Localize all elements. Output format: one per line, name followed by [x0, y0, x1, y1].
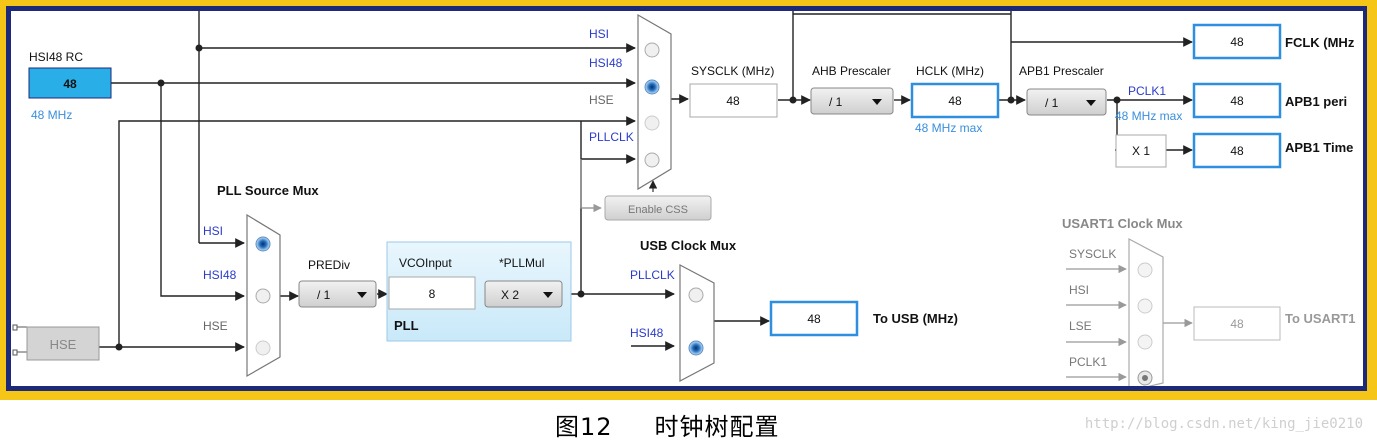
chevron-down-icon	[872, 99, 882, 105]
vco-input-box[interactable]	[388, 276, 476, 310]
usb-in-pllclk: PLLCLK	[630, 268, 675, 282]
usart1-value-box[interactable]	[1193, 306, 1281, 341]
hsi48-rc-freq: 48 MHz	[31, 108, 72, 122]
usart1-in-lse: LSE	[1069, 319, 1092, 333]
vco-input-value: 8	[429, 287, 436, 301]
usb-output-label: To USB (MHz)	[873, 311, 958, 326]
apb1-prescaler-select[interactable]: / 1	[1026, 88, 1107, 116]
usart1-value: 48	[1230, 317, 1244, 331]
usart1-output-label: To USART1	[1285, 311, 1356, 326]
pll-title: PLL	[394, 318, 419, 333]
sysclk-label: SYSCLK (MHz)	[691, 64, 774, 78]
apb1-timer-multiplier-box	[1115, 134, 1167, 168]
chevron-down-icon	[357, 292, 367, 298]
pll-source-in-hsi48: HSI48	[203, 268, 237, 282]
apb1-prescaler-value: / 1	[1045, 96, 1059, 110]
sysclk-value-box[interactable]	[689, 83, 778, 118]
hclk-value-box[interactable]	[910, 82, 1000, 119]
pll-mul-value: X 2	[501, 288, 519, 302]
usart1-mux-title: USART1 Clock Mux	[1062, 216, 1183, 231]
apb1-prescaler-label: APB1 Prescaler	[1019, 64, 1104, 78]
apb1-timer-multiplier: X 1	[1132, 144, 1150, 158]
usart1-in-pclk1: PCLK1	[1069, 355, 1107, 369]
hse-box[interactable]	[26, 326, 100, 361]
hsi48-rc-title: HSI48 RC	[29, 50, 83, 64]
apb1-peripheral-label: APB1 peri	[1285, 94, 1347, 109]
enable-css-button[interactable]	[604, 195, 712, 221]
usart1-radio-hsi[interactable]	[1137, 298, 1153, 314]
usart1-radio-sysclk[interactable]	[1137, 262, 1153, 278]
fclk-label: FCLK (MHz	[1285, 35, 1355, 50]
hclk-max-note: 48 MHz max	[915, 121, 982, 135]
watermark: http://blog.csdn.net/king_jie0210	[1084, 416, 1363, 432]
sysclk-mux-radio-pllclk[interactable]	[644, 152, 660, 168]
usart1-wires	[1066, 264, 1193, 382]
junction-dots	[115, 44, 1121, 351]
hsi48-rc-box[interactable]	[28, 67, 112, 99]
apb1-timer-label: APB1 Time	[1285, 140, 1353, 155]
ahb-prescaler-label: AHB Prescaler	[812, 64, 891, 78]
usb-value-box[interactable]	[769, 300, 859, 337]
prediv-value: / 1	[317, 288, 331, 302]
usart1-in-hsi: HSI	[1069, 283, 1089, 297]
chevron-down-icon	[1086, 100, 1096, 106]
sysclk-mux	[637, 13, 672, 191]
apb1-timer-value-box[interactable]	[1192, 132, 1282, 169]
css-wire	[580, 159, 602, 213]
pll-source-in-hsi: HSI	[203, 224, 223, 238]
sysclk-in-hsi: HSI	[589, 27, 609, 41]
hclk-label: HCLK (MHz)	[916, 64, 984, 78]
hsi48-rc-value: 48	[63, 77, 77, 91]
fclk-value: 48	[1230, 35, 1244, 49]
sysclk-in-hsi48: HSI48	[589, 56, 623, 70]
pll-source-mux-title: PLL Source Mux	[217, 183, 319, 198]
caption-text-group: 图12 时钟树配置	[555, 407, 780, 442]
pll-source-radio-hse[interactable]	[255, 340, 271, 356]
pclk1-label: PCLK1	[1128, 84, 1166, 98]
ahb-prescaler-select[interactable]: / 1	[810, 87, 894, 115]
hse-box-label: HSE	[50, 337, 77, 352]
apb1-peripheral-value: 48	[1230, 94, 1244, 108]
usart1-radio-lse[interactable]	[1137, 334, 1153, 350]
pll-source-radio-hsi[interactable]	[255, 236, 271, 252]
figure-caption: 图12 时钟树配置 http://blog.csdn.net/king_jie02…	[0, 404, 1377, 442]
usb-in-hsi48: HSI48	[630, 326, 664, 340]
clock-tree-canvas: HSI48 RC 48 48 MHz HSE HSI HSI48 HSE PLL…	[11, 11, 1363, 386]
sysclk-mux-radio-hse[interactable]	[644, 115, 660, 131]
caption-number: 图12	[555, 413, 613, 441]
usb-value: 48	[807, 312, 821, 326]
pclk1-max-note: 48 MHz max	[1115, 109, 1182, 123]
sysclk-value: 48	[726, 94, 740, 108]
apb1-peripheral-value-box[interactable]	[1192, 82, 1282, 119]
enable-css-label: Enable CSS	[628, 204, 688, 216]
usb-mux-radio-pllclk[interactable]	[688, 287, 704, 303]
hclk-value: 48	[948, 94, 962, 108]
sysclk-in-hse: HSE	[589, 93, 614, 107]
vco-input-label: VCOInput	[399, 256, 452, 270]
usb-mux-radio-hsi48[interactable]	[688, 340, 704, 356]
sysclk-mux-radio-hsi48[interactable]	[644, 79, 660, 95]
pll-mul-label: *PLLMul	[499, 256, 544, 270]
caption-title: 时钟树配置	[654, 413, 780, 441]
prediv-label: PREDiv	[308, 258, 350, 272]
pll-source-in-hse: HSE	[203, 319, 228, 333]
hse-pins	[12, 324, 27, 356]
usart1-radio-pclk1-dot	[1142, 375, 1148, 381]
usb-mux-title: USB Clock Mux	[640, 238, 737, 253]
sysclk-in-pllclk: PLLCLK	[589, 130, 634, 144]
fclk-value-box[interactable]	[1192, 23, 1282, 60]
apb1-timer-value: 48	[1230, 144, 1244, 158]
prediv-select[interactable]: / 1	[298, 280, 377, 308]
sysclk-mux-radio-hsi[interactable]	[644, 42, 660, 58]
pll-mul-select[interactable]: X 2	[484, 280, 563, 308]
pll-source-radio-hsi48[interactable]	[255, 288, 271, 304]
usb-mux	[679, 264, 715, 382]
usart1-in-sysclk: SYSCLK	[1069, 247, 1116, 261]
ahb-prescaler-value: / 1	[829, 95, 843, 109]
chevron-down-icon	[543, 292, 553, 298]
